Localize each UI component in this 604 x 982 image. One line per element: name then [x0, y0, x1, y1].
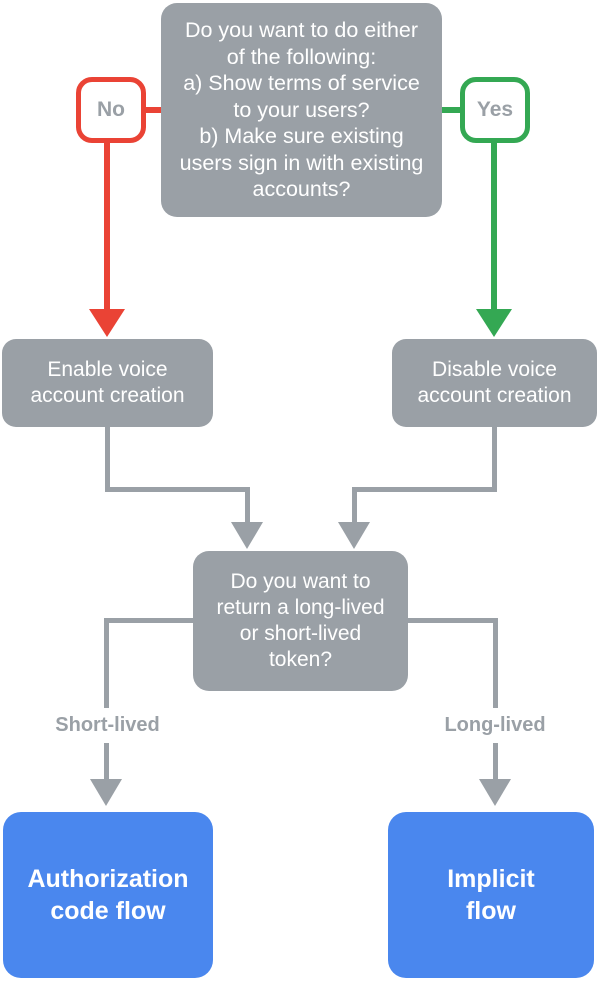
connector-short-down [104, 618, 109, 780]
node-authorization-code-flow-text: Authorization code flow [27, 865, 189, 925]
connector-no-vertical [104, 138, 110, 310]
label-short-lived-text: Short-lived [55, 714, 160, 736]
connector-no-horizontal [144, 107, 161, 113]
label-short-lived: Short-lived [23, 708, 192, 743]
connector-enable-across [105, 487, 250, 492]
connector-enable-drop [245, 487, 250, 523]
node-question-terms-text: Do you want to do either of the followin… [179, 18, 424, 202]
arrow-down-long-lived-icon [479, 779, 511, 806]
connector-disable-drop [352, 487, 357, 523]
node-disable-text: Disable voice account creation [417, 358, 572, 407]
node-implicit-flow: Implicit flow [388, 812, 594, 978]
arrow-down-gray-right-icon [338, 522, 370, 549]
node-enable-voice-account-creation: Enable voice account creation [2, 339, 213, 427]
badge-no-text: No [97, 98, 125, 121]
badge-yes-text: Yes [476, 98, 514, 121]
node-question-token: Do you want to return a long-lived or sh… [193, 551, 408, 691]
arrow-down-green-icon [476, 309, 512, 337]
node-implicit-flow-text: Implicit flow [447, 865, 535, 925]
connector-yes-vertical [491, 138, 497, 310]
connector-enable-down [105, 425, 110, 492]
node-enable-text: Enable voice account creation [30, 358, 185, 407]
connector-short-across [104, 618, 193, 623]
connector-long-across [408, 618, 498, 623]
node-disable-voice-account-creation: Disable voice account creation [392, 339, 597, 427]
label-long-lived: Long-lived [410, 708, 580, 743]
label-long-lived-text: Long-lived [444, 714, 546, 736]
badge-no: No [76, 77, 146, 143]
badge-yes: Yes [460, 77, 530, 143]
connector-disable-across [352, 487, 497, 492]
node-question-token-text: Do you want to return a long-lived or sh… [216, 570, 385, 671]
arrow-down-gray-left-icon [231, 522, 263, 549]
arrow-down-short-lived-icon [90, 779, 122, 806]
connector-yes-horizontal [442, 107, 462, 113]
node-authorization-code-flow: Authorization code flow [3, 812, 213, 978]
connector-disable-down [492, 425, 497, 492]
node-question-terms: Do you want to do either of the followin… [161, 3, 442, 217]
connector-long-down [493, 618, 498, 780]
arrow-down-red-icon [89, 309, 125, 337]
